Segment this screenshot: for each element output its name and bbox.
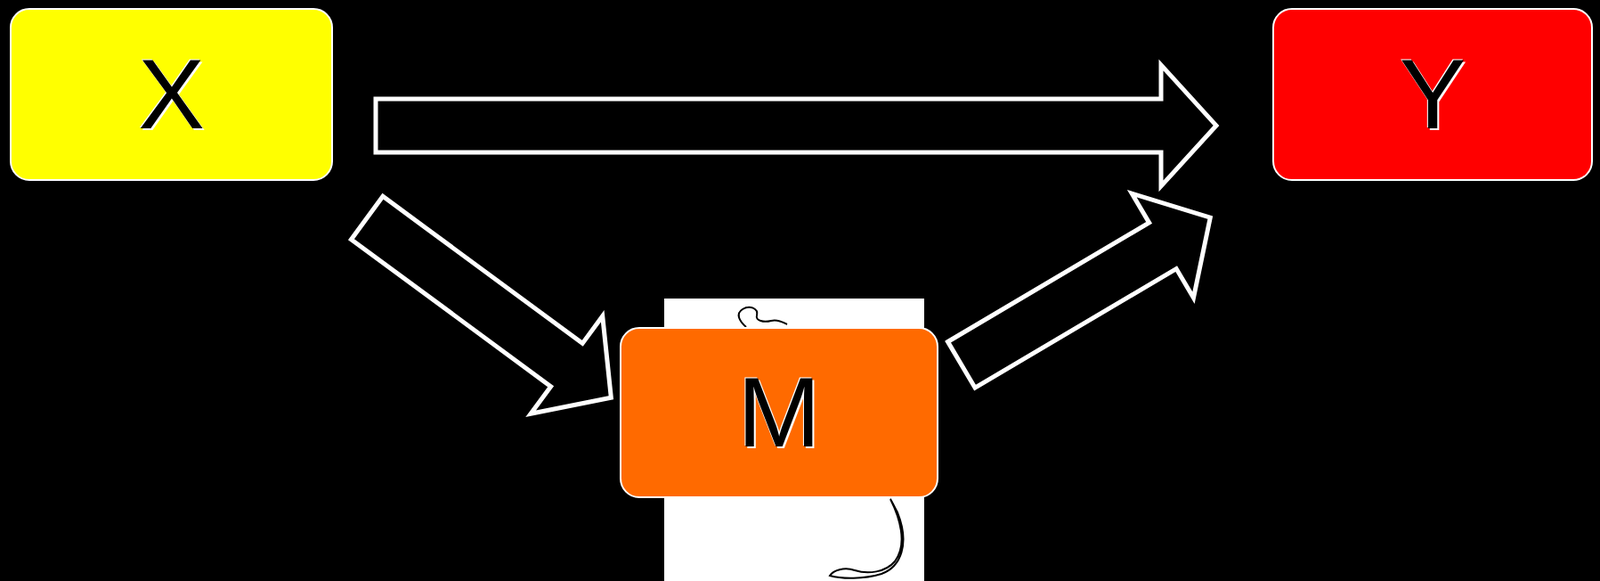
variable-box: M xyxy=(619,326,939,498)
block-arrow xyxy=(350,195,611,414)
variable-box: Y xyxy=(1272,8,1593,181)
worm-sketch xyxy=(739,307,788,327)
block-arrow xyxy=(375,64,1217,187)
block-arrow xyxy=(948,193,1211,388)
variable-label: X xyxy=(138,44,205,145)
variable-box: X xyxy=(9,8,333,181)
variable-label: M xyxy=(737,362,821,463)
worm-sketch xyxy=(829,498,903,578)
variable-label: Y xyxy=(1399,44,1467,145)
